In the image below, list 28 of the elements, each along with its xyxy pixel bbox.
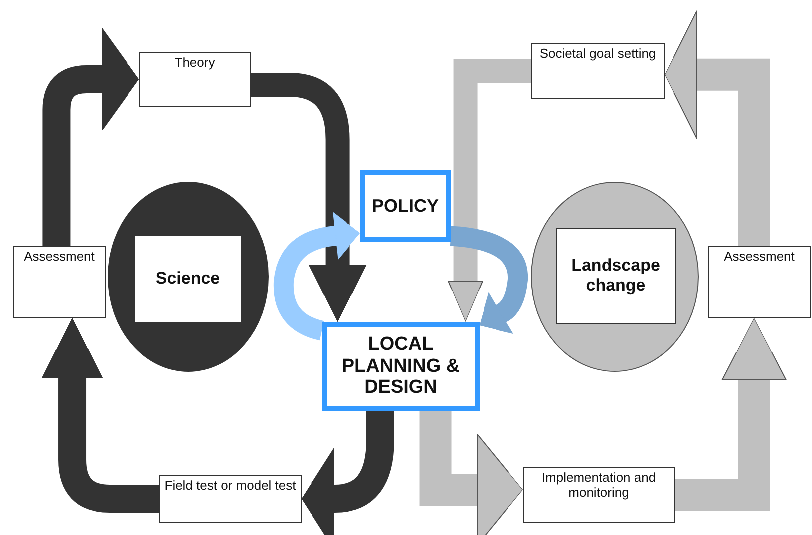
arrow [448, 59, 531, 322]
process-box [531, 43, 665, 99]
box-label: Landscape change [570, 256, 662, 296]
arrow [675, 318, 787, 511]
box-label: Implementation and monitoring [540, 471, 658, 501]
arrow [302, 411, 394, 535]
arrow [664, 10, 770, 246]
process-box [322, 322, 480, 411]
process-box [139, 52, 251, 107]
box-label: Science [156, 269, 220, 289]
box-label: LOCAL PLANNING & DESIGN [340, 334, 462, 400]
arrow [42, 29, 140, 246]
box-label: Assessment [724, 250, 795, 265]
process-box [159, 475, 302, 523]
box-label: Assessment [24, 250, 95, 265]
box-label: POLICY [372, 196, 439, 216]
arrow [420, 411, 524, 535]
box-label: Field test or model test [164, 479, 296, 494]
box-label: Societal goal setting [540, 47, 656, 62]
process-box [360, 170, 451, 242]
arrow [450, 226, 528, 334]
process-box [13, 246, 106, 318]
process-box [134, 235, 242, 323]
process-box [556, 228, 676, 324]
process-box [708, 246, 811, 318]
process-box [523, 467, 675, 523]
box-label: Theory [174, 56, 216, 71]
arrow [274, 212, 362, 341]
